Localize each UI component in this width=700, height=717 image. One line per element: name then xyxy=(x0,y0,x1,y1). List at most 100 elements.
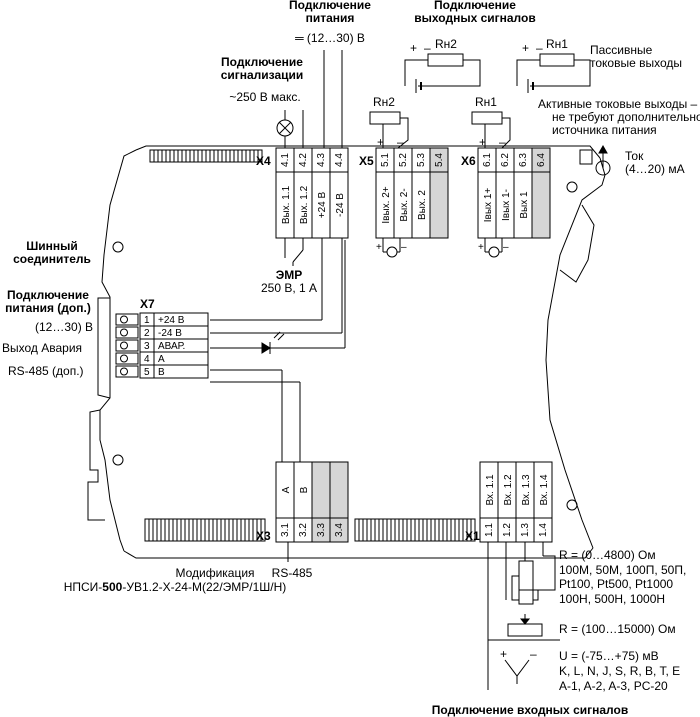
x1-signal-1: Вх. 1.1 xyxy=(485,474,496,505)
fin-lines xyxy=(148,150,472,541)
mod-title: Модификация xyxy=(175,566,254,580)
thermocouple-symbol xyxy=(504,659,530,684)
input-r-list-1: 100М, 50М, 100П, 50П, xyxy=(559,563,686,577)
minus-sign-m5: – xyxy=(401,242,407,253)
input-tc-list-2: A-1, A-2, A-3, PC-20 xyxy=(559,679,668,693)
heading-inputs: Подключение входных сигналов xyxy=(432,703,628,717)
rtd-resistor-2 xyxy=(518,589,534,605)
x4-signal-3: +24 В xyxy=(317,191,328,218)
resistor-rn2-active xyxy=(369,111,401,125)
plus-sign-p1: + xyxy=(522,41,529,55)
x4-pin-4: 4.4 xyxy=(334,153,345,167)
x3-pin-3: 3.3 xyxy=(316,523,327,537)
x1-signal-3: Вх. 1.3 xyxy=(521,474,532,505)
plus-sign-x5: + xyxy=(377,135,384,149)
tc-plus: + xyxy=(500,647,507,661)
x5-pin-4: 5.4 xyxy=(434,153,445,167)
x4-pin-3: 4.3 xyxy=(316,153,327,167)
input-r-range: R = (0…4800) Ом xyxy=(559,548,656,562)
optocoupler-symbol xyxy=(261,331,285,354)
plus-sign-m6: + xyxy=(478,242,484,253)
input-pot-range: R = (100…15000) Ом xyxy=(559,622,676,636)
x5-signal-1: Iвых. 2+ xyxy=(381,186,392,223)
x4-signal-4: -24 В xyxy=(335,193,346,217)
x3-pin-2: 3.2 xyxy=(298,523,309,537)
input-u-range: U = (-75…+75) мВ xyxy=(559,649,659,663)
x3-label: X3 xyxy=(256,529,271,543)
plus-sign-x6: + xyxy=(479,135,486,149)
aux-voltage-label: (12…30) В xyxy=(35,320,93,334)
resistor-rn1-active xyxy=(471,111,503,125)
x6-signal-3: Вых 1 xyxy=(519,191,530,219)
x5-pin-2: 5.2 xyxy=(398,153,409,167)
x1-pin-4: 1.4 xyxy=(538,523,549,537)
x6-pin-1: 6.1 xyxy=(482,153,493,167)
terminal-block-x1: 1.1Вх. 1.11.2Вх. 1.21.3Вх. 1.31.4Вх. 1.4 xyxy=(479,461,553,543)
minus-sign-p2: – xyxy=(424,41,431,55)
x5-label: X5 xyxy=(359,154,374,168)
x7-signal-4: A xyxy=(158,354,165,365)
x6-pin-2: 6.2 xyxy=(500,153,511,167)
tc-minus: – xyxy=(530,647,537,661)
x6-signal-1: Iвых 1+ xyxy=(483,188,494,223)
x7-signal-3: АВАР. xyxy=(158,341,185,352)
minus-sign-x6: – xyxy=(499,135,506,149)
current-source-symbol xyxy=(595,144,611,176)
x6-label: X6 xyxy=(461,154,476,168)
rtd-resistor xyxy=(518,560,534,592)
emr-title: ЭМР xyxy=(276,268,303,282)
x7-pin-5: 5 xyxy=(144,367,150,378)
x3-pin-4: 3.4 xyxy=(334,523,345,537)
x3-signal-1: A xyxy=(281,486,292,493)
x4-pin-1: 4.1 xyxy=(280,153,291,167)
x4-signal-1: Вых. 1.1 xyxy=(281,185,292,224)
minus-sign-m6: – xyxy=(503,242,509,253)
x7-label: X7 xyxy=(140,297,155,311)
passive-source-2 xyxy=(415,79,422,93)
active-outputs-label: Активные токовые выходы –не требуют допо… xyxy=(538,97,700,137)
x6-pin-3: 6.3 xyxy=(518,153,529,167)
plus-sign-p2: + xyxy=(410,41,417,55)
potentiometer xyxy=(507,614,543,637)
rs485-label: RS-485 xyxy=(272,566,313,580)
rn2-active-label: Rн2 xyxy=(373,95,395,109)
x7-signal-5: B xyxy=(158,367,165,378)
x7-pin-1: 1 xyxy=(144,315,150,326)
x5-pin-1: 5.1 xyxy=(380,153,391,167)
x6-signal-2: Iвых 1- xyxy=(501,189,512,221)
plus-sign-m5: + xyxy=(376,242,382,253)
x7-signal-2: -24 В xyxy=(158,328,182,339)
input-r-list-2: Pt100, Pt500, Pt1000 xyxy=(559,577,673,591)
x1-signal-2: Вх. 1.2 xyxy=(503,474,514,505)
x7-signal-1: +24 В xyxy=(158,315,185,326)
minus-sign-p1: – xyxy=(536,41,543,55)
passive-source-1 xyxy=(527,79,534,93)
alarm-lamp xyxy=(276,119,294,137)
resistor-rn2-passive xyxy=(427,53,464,67)
mod-code: НПСИ-500-УВ1.2-Х-24-М(22/ЭМР/1Ш/Н) xyxy=(64,580,287,594)
resistor-rn1-passive xyxy=(539,53,575,67)
rn1-passive-label: Rн1 xyxy=(546,37,568,51)
x5-signal-3: Вых. 2 xyxy=(417,190,428,220)
x5-signal-2: Вых. 2- xyxy=(399,188,410,221)
x4-signal-2: Вых. 1.2 xyxy=(299,185,310,224)
device-housing xyxy=(87,145,606,559)
x7-pin-2: 2 xyxy=(144,328,150,339)
x1-label: X1 xyxy=(465,529,480,543)
test-meter-x5 xyxy=(383,246,400,258)
rs485-aux-label: RS-485 (доп.) xyxy=(8,364,84,378)
x7-pin-4: 4 xyxy=(144,354,150,365)
minus-sign-x5: – xyxy=(397,135,404,149)
input-tc-list-1: K, L, N, J, S, R, B, T, E xyxy=(559,664,680,678)
